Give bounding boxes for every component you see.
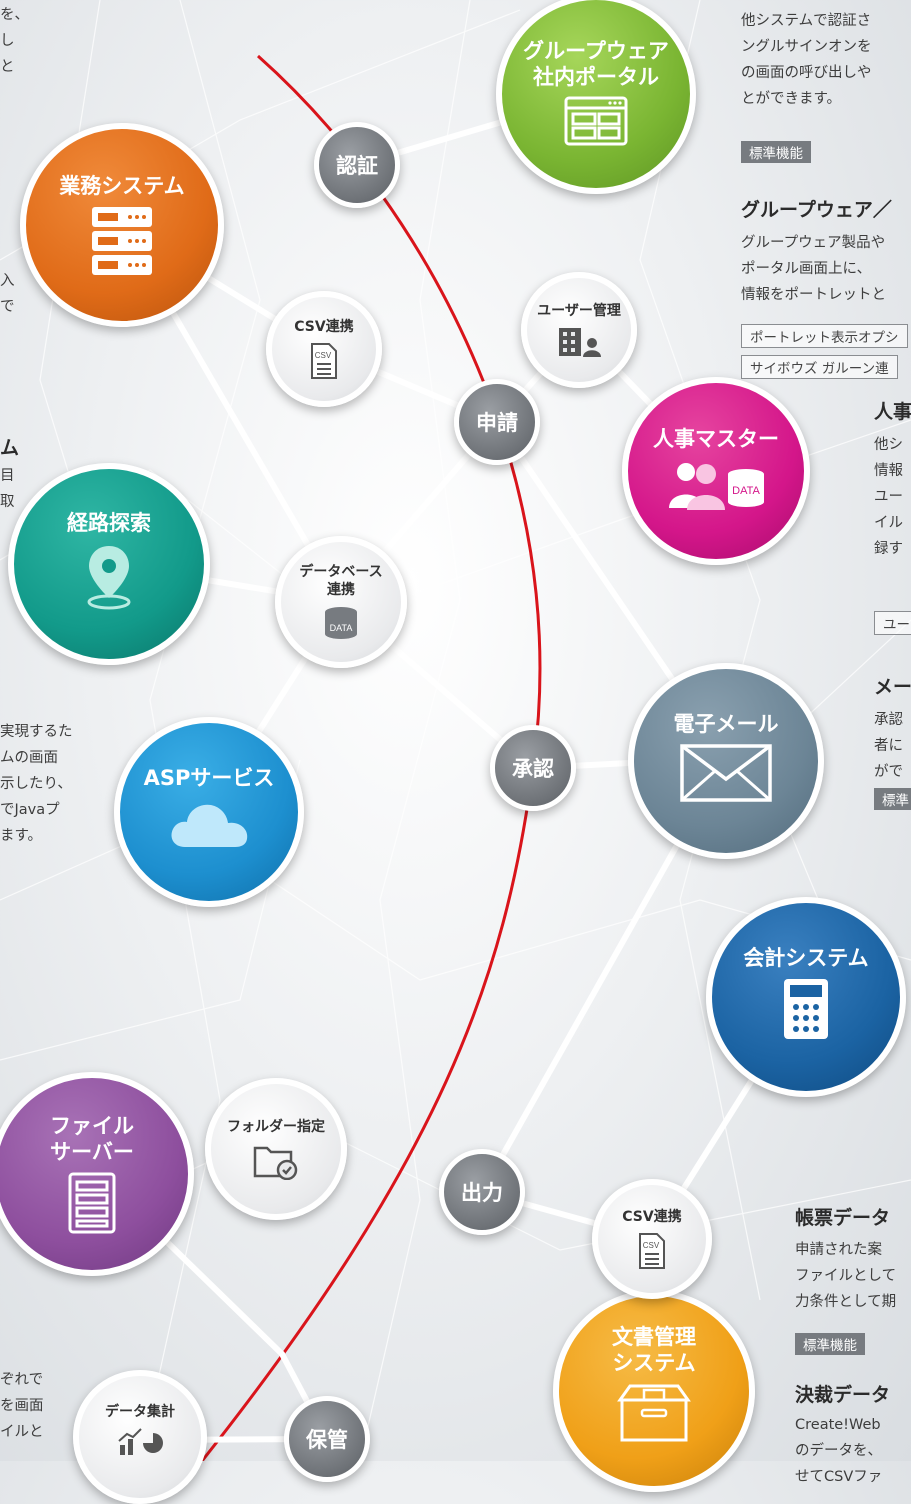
accounting-system-node: 会計システム	[706, 897, 906, 1097]
envelope-icon	[680, 744, 772, 802]
mail-heading: メー	[874, 676, 911, 698]
left-mid-text: 入で	[0, 273, 15, 315]
building-user-icon	[559, 328, 601, 357]
folder-designation-label: フォルダー指定	[227, 1119, 325, 1135]
people-data-icon: DATA	[669, 463, 764, 510]
groupware-heading: グループウェア／	[741, 199, 892, 221]
route-search-node: 経路探索	[8, 463, 210, 665]
csv-integration-node-2: CSV連携 CSV	[592, 1179, 712, 1299]
garoon-link-tag: サイボウズ ガルーン連	[741, 355, 898, 379]
email-node: 電子メール	[628, 663, 824, 859]
step-authentication: 認証	[314, 122, 400, 208]
map-pin-icon	[87, 546, 131, 610]
left-system-text: 目取	[0, 468, 15, 510]
csv-file-icon: CSV	[639, 1233, 665, 1269]
email-label: 電子メール	[673, 712, 779, 736]
step-storage: 保管	[284, 1396, 370, 1482]
chart-icon	[118, 1428, 163, 1455]
portlet-option-tag: ポートレット表示オプシ	[741, 324, 908, 348]
left-top-text: を、しと	[0, 7, 29, 75]
approval-data-heading: 決裁データ	[795, 1384, 891, 1406]
step-authentication-label: 認証	[336, 154, 378, 178]
csv-icon-text: CSV	[315, 351, 332, 360]
database-icon: DATA	[325, 607, 357, 639]
form-data-description: 申請された案ファイルとして力条件として期	[795, 1242, 897, 1310]
business-system-label: 業務システム	[59, 174, 185, 198]
step-application-label: 申請	[476, 411, 518, 435]
file-server-label: ファイル サーバー	[50, 1114, 134, 1164]
file-server-node: ファイル サーバー	[0, 1072, 194, 1276]
document-management-label: 文書管理 システム	[612, 1325, 696, 1375]
sso-description: 他システムで認証さングルサインオンをの画面の呼び出しやとができます。	[741, 13, 872, 107]
accounting-system-label: 会計システム	[743, 946, 869, 970]
hr-heading: 人事	[874, 401, 911, 423]
hr-option-tag: ユー	[874, 611, 911, 635]
form-data-heading: 帳票データ	[795, 1207, 891, 1229]
left-system-heading: ム	[0, 437, 20, 459]
step-application: 申請	[454, 379, 540, 465]
database-integration-label: データベース 連携	[299, 564, 383, 598]
step-output-label: 出力	[461, 1181, 503, 1205]
csv-integration-node-1: CSV連携 CSV	[266, 291, 382, 407]
form-data-standard-tag: 標準機能	[795, 1333, 865, 1355]
asp-service-label: ASPサービス	[143, 766, 275, 790]
folder-check-icon	[253, 1146, 298, 1180]
step-storage-label: 保管	[306, 1428, 348, 1452]
hr-master-label: 人事マスター	[653, 427, 779, 451]
csv-file-icon: CSV	[311, 343, 337, 379]
user-management-node: ユーザー管理	[521, 272, 637, 388]
step-output: 出力	[439, 1149, 525, 1235]
hr-master-node: 人事マスター DATA	[622, 377, 810, 565]
cloud-icon	[171, 804, 248, 847]
route-search-label: 経路探索	[67, 511, 151, 535]
data-icon-text: DATA	[330, 623, 353, 633]
server-cabinet-icon	[68, 1172, 116, 1234]
data-aggregation-label: データ集計	[105, 1404, 175, 1420]
csv-integration-label-2: CSV連携	[622, 1209, 682, 1225]
folder-designation-node: フォルダー指定	[205, 1078, 347, 1220]
archive-box-icon	[617, 1384, 691, 1442]
portal-window-icon	[564, 96, 628, 146]
user-management-label: ユーザー管理	[537, 303, 621, 319]
step-approval: 承認	[490, 725, 576, 811]
left-bottom-text: ぞれでを画面イルと	[0, 1372, 44, 1440]
business-system-node: 業務システム	[20, 123, 224, 327]
groupware-portal-node: グループウェア 社内ポータル	[496, 0, 696, 194]
groupware-portal-label: グループウェア 社内ポータル	[523, 39, 669, 89]
csv-integration-label-1: CSV連携	[294, 319, 354, 335]
left-asp-text: 実現するたムの画面示したり、でJavaプます。	[0, 724, 73, 844]
mail-standard-tag: 標準	[874, 788, 911, 810]
sso-standard-tag: 標準機能	[741, 141, 811, 163]
asp-service-node: ASPサービス	[114, 717, 304, 907]
step-approval-label: 承認	[512, 757, 554, 781]
calculator-icon	[784, 979, 828, 1039]
mail-description: 承認者にがで	[874, 712, 903, 780]
csv-icon-text: CSV	[643, 1241, 660, 1250]
document-management-node: 文書管理 システム	[553, 1290, 755, 1492]
groupware-description: グループウェア製品やポータル画面上に、情報をポートレットと	[741, 235, 886, 303]
server-rack-icon	[92, 207, 152, 275]
hr-description: 他シ情報ユーイル録す	[874, 437, 903, 557]
data-aggregation-node: データ集計	[73, 1370, 207, 1504]
database-integration-node: データベース 連携 DATA	[275, 536, 407, 668]
data-icon-text: DATA	[732, 485, 760, 497]
